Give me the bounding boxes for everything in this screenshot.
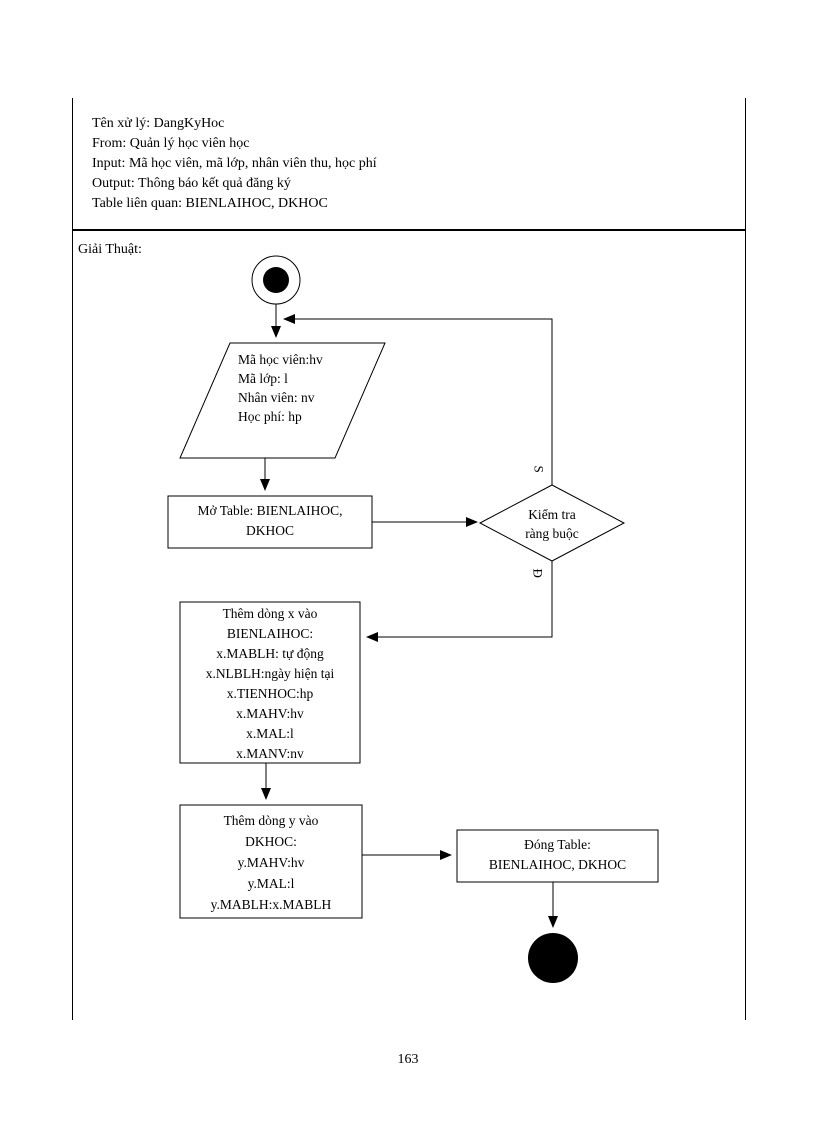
insert-x-line: x.MAHV:hv xyxy=(236,706,304,721)
close-table-box xyxy=(456,829,659,883)
open-table-box xyxy=(167,495,373,549)
close-table-line: BIENLAIHOC, DKHOC xyxy=(488,857,627,872)
insert-x-line: BIENLAIHOC: xyxy=(226,626,314,641)
process-name-line: Tên xử lý: DangKyHoc xyxy=(92,116,225,131)
decision-no-branch-label: S xyxy=(531,465,547,473)
insert-x-line: x.MABLH: tự động xyxy=(216,646,324,661)
input-node-text: Mã học viên:hv Mã lớp: l Nhân viên: nv H… xyxy=(238,350,388,426)
insert-y-line: y.MAL:l xyxy=(247,876,295,891)
process-tables-line: Table liên quan: BIENLAIHOC, DKHOC xyxy=(92,196,328,211)
input-parallelogram xyxy=(179,342,386,459)
insert-x-line: x.NLBLH:ngày hiện tại xyxy=(205,666,335,681)
input-line: Mã học viên:hv xyxy=(238,352,323,367)
insert-x-node-text: Thêm dòng x vào BIENLAIHOC: x.MABLH: tự … xyxy=(180,604,360,764)
open-table-node-text: Mở Table: BIENLAIHOC, DKHOC xyxy=(168,501,372,541)
insert-x-line: Thêm dòng x vào xyxy=(222,606,318,621)
insert-y-line: Thêm dòng y vào xyxy=(223,813,319,828)
edge-loop-back xyxy=(283,314,553,485)
table-row-divider xyxy=(72,229,746,231)
insert-y-line: y.MABLH:x.MABLH xyxy=(210,897,332,912)
end-node-circle xyxy=(528,933,578,983)
page-number: 163 xyxy=(397,1052,419,1067)
table-right-border xyxy=(745,98,746,1020)
insert-y-node-text: Thêm dòng y vào DKHOC: y.MAHV:hv y.MAL:l… xyxy=(180,810,362,915)
decision-yes-branch-label: Đ xyxy=(530,568,546,578)
input-line: Học phí: hp xyxy=(238,409,302,424)
table-left-border xyxy=(72,98,73,1020)
start-node-inner-circle xyxy=(263,267,289,293)
input-line: Mã lớp: l xyxy=(238,371,288,386)
open-table-line: Mở Table: BIENLAIHOC, xyxy=(197,503,343,518)
insert-y-box xyxy=(179,804,363,919)
insert-y-line: y.MAHV:hv xyxy=(237,855,305,870)
insert-x-line: x.TIENHOC:hp xyxy=(226,686,314,701)
close-table-line: Đóng Table: xyxy=(524,837,591,852)
insert-x-line: x.MANV:nv xyxy=(236,746,304,761)
decision-line: ràng buộc xyxy=(525,526,579,541)
input-line: Nhân viên: nv xyxy=(238,390,315,405)
process-spec-header: Tên xử lý: DangKyHoc From: Quản lý học v… xyxy=(92,114,377,214)
decision-diamond xyxy=(478,484,626,562)
close-table-node-text: Đóng Table: BIENLAIHOC, DKHOC xyxy=(457,835,658,875)
insert-y-line: DKHOC: xyxy=(245,834,297,849)
insert-x-box xyxy=(179,601,361,764)
process-input-line: Input: Mã học viên, mã lớp, nhân viên th… xyxy=(92,156,377,171)
process-from-line: From: Quản lý học viên học xyxy=(92,136,250,151)
process-output-line: Output: Thông báo kết quả đăng ký xyxy=(92,176,291,191)
insert-x-line: x.MAL:l xyxy=(246,726,294,741)
decision-line: Kiểm tra xyxy=(528,507,576,522)
open-table-line: DKHOC xyxy=(245,523,294,538)
algorithm-label: Giải Thuật: xyxy=(78,242,142,257)
edge-decision-yes-to-insert-x xyxy=(366,561,553,642)
decision-node-text: Kiểm tra ràng buộc xyxy=(482,505,622,543)
